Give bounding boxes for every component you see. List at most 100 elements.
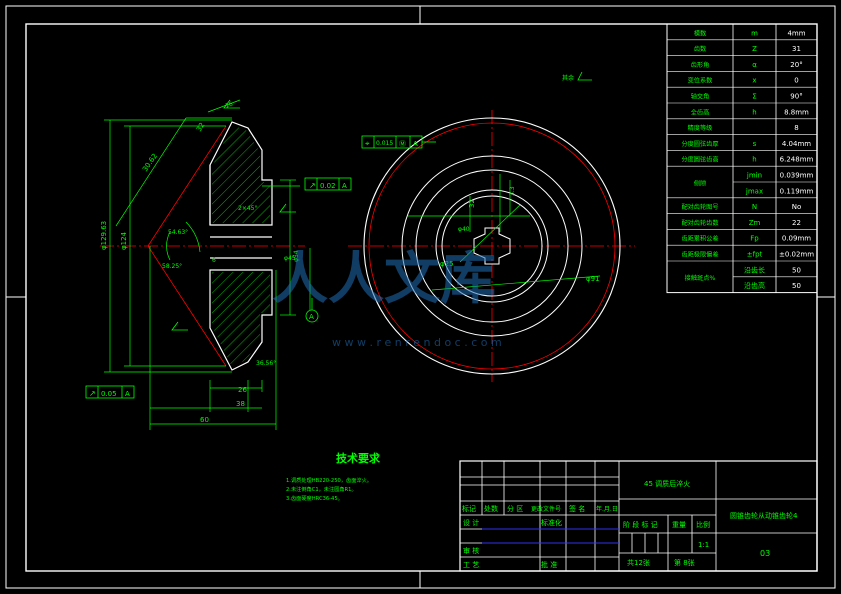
dim-d-pitch: φ124 [120,231,128,250]
param-name-8: 分度圆弦齿高 [681,156,718,164]
param-symbol-9: jmin [746,172,762,180]
svg-text:↗: ↗ [309,181,316,190]
param-value-0: 4mm [787,29,805,37]
front-view: φ40 φ25 φ91 32 3.3 ⌖ 0.015 Ⓜ A [348,110,635,382]
dim-angle-d: 2×45° [238,205,257,212]
svg-text:Ⓜ: Ⓜ [399,140,406,148]
dim-d-hub: φ91 [586,275,600,283]
param-name-7: 分度圆弦齿厚 [681,140,718,148]
dim-d-spline: φ40 [458,226,470,233]
watermark-text: 人人文库 [272,247,496,312]
label-mark: 标记 [462,504,476,513]
param-symbol-12: Zm [749,219,761,227]
label-design: 设 计 [463,518,479,527]
dim-angle-a: 54.63° [168,229,188,236]
param-value-12: 22 [792,219,801,227]
svg-text:↗: ↗ [89,389,96,398]
boss-circle [435,189,549,303]
watermark-url: w w w . r e n r e n d o c . c o m [332,336,502,349]
param-value-6: 8 [794,124,798,132]
svg-text:⌖: ⌖ [365,139,370,148]
rough-other: 其余 [562,74,574,82]
title-block: 45 调质后淬火 圆锥齿轮从动锥齿轮4 03 1:1 共12张 第 8张 标记 … [459,460,818,572]
side-dimension-lines [104,99,311,430]
svg-text:A: A [309,313,314,321]
label-stage: 阶 段 标 记 [623,520,658,529]
param-value-10: 0.119mm [780,187,814,195]
label-count: 处数 [484,504,498,513]
param-value-2: 20° [790,61,802,69]
side-section-view: φ129.63 φ124 30.62 32 54.63° 58.25° 36.5… [85,71,592,430]
material-text: 45 调质后淬火 [644,479,690,488]
dim-key-depth: 3.3 [509,186,516,196]
param-value-15: 50 [792,266,801,274]
gdt-frame-bottom: ↗ 0.05 A [85,385,135,399]
param-symbol-2: α [752,61,757,69]
dim-cone-dist: 30.62 [141,152,159,173]
label-doc-no: 更改文件号 [531,505,561,513]
gdt-front-value: 0.015 [376,140,393,147]
gdt-parallel-value: 0.05 [101,390,117,398]
param-symbol-3: x [752,77,756,85]
param-value-9: 0.039mm [780,172,814,180]
upper-hatch [212,125,270,223]
param-symbol-4: Σ [752,93,756,101]
gdt-runout-datum: A [342,182,347,190]
label-approve: 批 准 [541,560,557,569]
param-name-14: 齿距极限偏差 [681,251,718,259]
param-value-8: 6.248mm [780,156,814,164]
param-symbol-11: N [752,203,757,211]
dim-face: 32 [195,121,207,133]
param-table-frame [666,23,818,294]
param-value-16: 50 [792,282,801,290]
label-ratio: 比例 [696,520,710,529]
param-symbol-14: ±fpt [747,251,763,259]
dim-hub: φ45 [284,255,296,262]
tech-req-line-2: 2.未注倒角C1，未注圆角R1。 [286,485,357,493]
front-dim-lines [408,174,601,291]
gdt-frame-top: ↗ 0.02 A [304,177,352,191]
label-process: 工 艺 [463,561,479,569]
param-value-1: 31 [792,45,801,53]
param-value-13: 0.09mm [782,235,811,243]
param-symbol-10: jmax [745,187,763,195]
param-name-13: 齿距累积公差 [681,235,718,243]
param-symbol-5: h [752,108,756,116]
param-name-12: 配对齿轮齿数 [681,219,719,227]
param-value-3: 0 [794,77,798,85]
label-sign: 签 名 [569,504,585,513]
pitch-cone-lower [147,245,227,367]
dim-d-bore: φ25 [440,260,454,268]
dim-len-26: 26 [238,386,247,394]
param-name-0: 模数 [694,29,707,37]
param-name-3: 变位系数 [688,77,714,85]
gdt-frame-front: ⌖ 0.015 Ⓜ A [361,135,436,149]
dim-root-right: 16 [224,101,234,110]
dim-angle-b: 58.25° [162,263,182,270]
pitch-circle [368,122,616,370]
upper-section-outline [209,121,273,238]
param-symbol-16: 沿齿高 [744,281,765,290]
tech-requirements: 技术要求 1.调质处理HB220-250，齿面淬火。 2.未注倒角C1，未注圆角… [286,451,381,502]
param-symbol-8: h [752,156,756,164]
svg-text:A: A [413,140,418,148]
angle-arc [166,231,171,261]
param-value-7: 4.04mm [782,140,811,148]
param-symbol-15: 沿齿长 [744,265,765,274]
boss-inner-circle [441,195,543,297]
dim-bore: φ54 [293,250,300,262]
sheets-text: 共12张 [627,558,650,567]
param-value-11: No [792,203,802,211]
param-symbol-1: Z [752,45,757,53]
param-value-14: ±0.02mm [779,251,814,259]
spline-bore [473,227,511,265]
watermark: 人人文库 w w w . r e n r e n d o c . c o m [272,247,502,349]
param-name-6: 精度等级 [688,124,713,132]
param-name-11: 配对齿轮图号 [681,203,718,211]
param-value-4: 90° [790,93,802,101]
param-name-15: 接触斑点% [685,274,716,282]
param-name-5: 全齿高 [691,108,710,116]
hub-circle [401,155,583,337]
